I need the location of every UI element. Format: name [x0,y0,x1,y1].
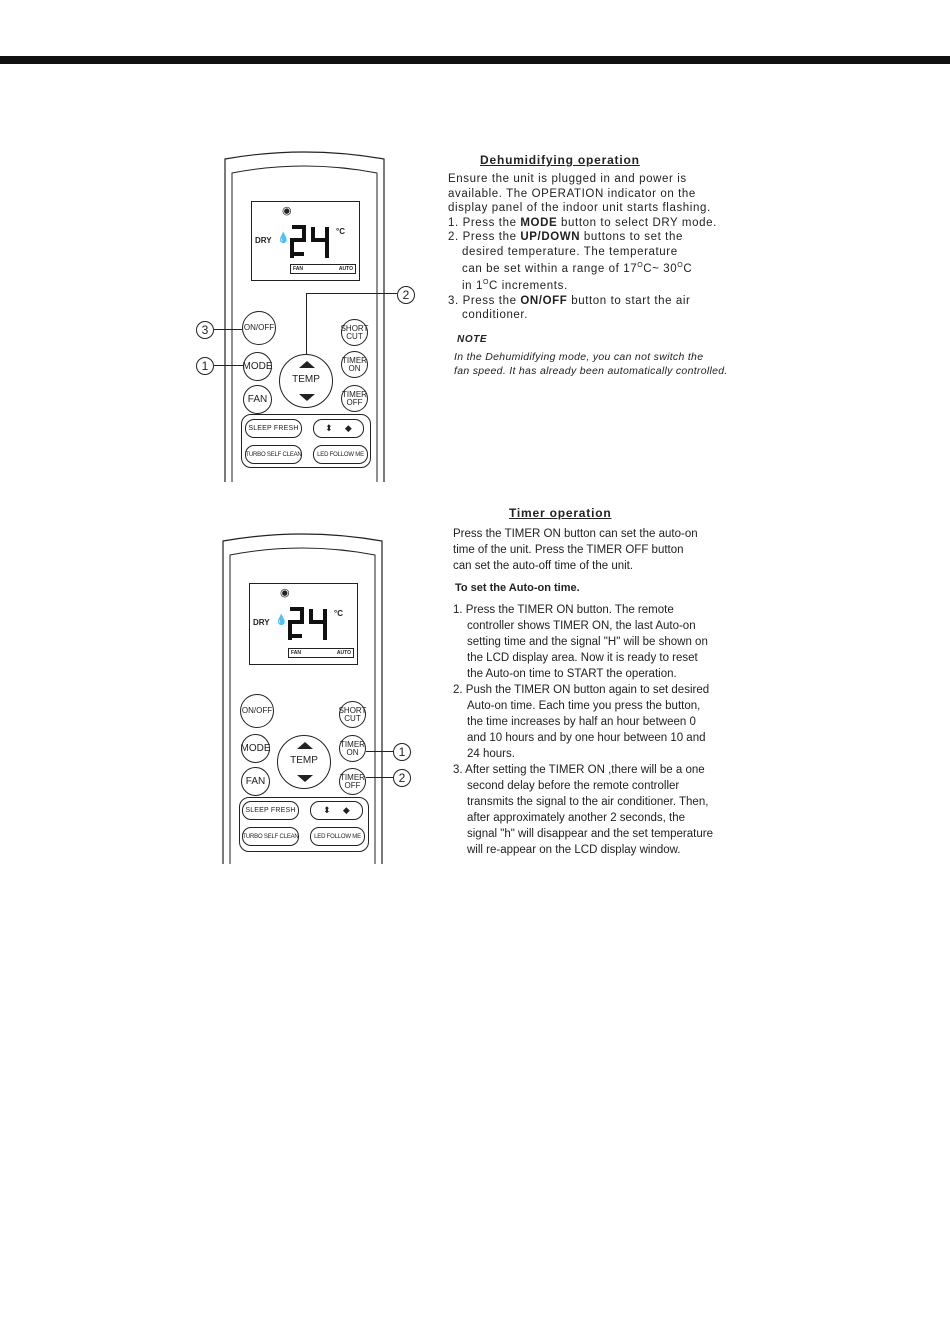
dehumidifying-text: Ensure the unit is plugged in and power … [448,172,778,323]
power-indicator-icon: ◉ [282,205,292,217]
dry-drop-icon: 💧 [277,233,290,244]
note-heading: NOTE [457,334,488,345]
callout-2: 2 [393,769,411,787]
dry-drop-icon: 💧 [275,615,288,626]
vertical-swing-icon: ⬍ [325,423,333,433]
turbo-self-clean-button[interactable]: TURBO SELF CLEAN [245,445,302,464]
remote-control-2: ◉ DRY 💧 °C FAN AUTO ON/OFF MODE FAN TEMP… [222,533,383,864]
turbo-self-clean-button[interactable]: TURBO SELF CLEAN [242,827,299,846]
fan-button[interactable]: FAN [241,767,270,796]
temp-down-arrow-icon[interactable] [297,775,313,782]
sleep-fresh-button[interactable]: SLEEP FRESH [245,419,302,438]
callout-1-line [366,751,393,752]
mode-button[interactable]: MODE [241,734,271,763]
horizontal-swing-icon: ◆ [342,805,350,815]
led-follow-me-button[interactable]: LED FOLLOW ME [310,827,365,846]
temp-button[interactable]: TEMP [279,354,333,408]
lcd-unit: °C [336,227,345,236]
vertical-swing-icon: ⬍ [323,805,331,815]
timer-intro: Press the TIMER ON button can set the au… [453,528,698,572]
timer-steps: 1. Press the TIMER ON button. The remote… [453,604,713,856]
callout-2: 2 [397,286,415,304]
temp-down-arrow-icon[interactable] [299,394,315,401]
lcd-unit: °C [334,609,343,618]
lower-button-panel [241,414,371,468]
callout-3: 3 [196,321,214,339]
lcd-mode: DRY [253,618,270,627]
on-off-button[interactable]: ON/OFF [240,694,274,728]
swing-button[interactable]: ⬍◆ [310,801,363,820]
sleep-fresh-button[interactable]: SLEEP FRESH [242,801,299,820]
power-indicator-icon: ◉ [280,587,290,599]
lcd-display: ◉ DRY 💧 °C FAN AUTO [251,201,360,281]
callout-1-line [214,365,243,366]
lcd-temperature [290,225,329,258]
note-text: In the Dehumidifying mode, you can not s… [454,351,728,377]
led-follow-me-button[interactable]: LED FOLLOW ME [313,445,368,464]
lcd-display: ◉ DRY 💧 °C FAN AUTO [249,583,358,665]
fan-speed-bar: FAN AUTO [288,648,354,658]
fan-button[interactable]: FAN [243,385,272,414]
callout-1: 1 [393,743,411,761]
remote-outline [222,533,383,864]
on-off-button[interactable]: ON/OFF [242,311,276,345]
step-2: 2. Press the UP/DOWN buttons to set the [448,231,683,243]
temp-button[interactable]: TEMP [277,735,331,789]
swing-button[interactable]: ⬍◆ [313,419,364,438]
temp-up-arrow-icon[interactable] [297,742,313,749]
lcd-mode: DRY [255,236,272,245]
header-rule [0,56,950,64]
dehumidifying-heading: Dehumidifying operation [480,153,640,167]
remote-control-1: ◉ DRY 💧 °C FAN AUTO ON/OFF MODE FAN TEMP… [224,151,385,482]
lower-button-panel [239,797,369,852]
callout-2-line [306,293,397,294]
callout-3-line [214,329,242,330]
callout-2-line [366,777,393,778]
callout-1: 1 [196,357,214,375]
step-1: 1. Press the MODE button to select DRY m… [448,216,717,229]
lcd-temperature [288,607,327,640]
remote-outline [224,151,385,482]
temp-up-arrow-icon[interactable] [299,361,315,368]
timer-heading: Timer operation [509,506,612,520]
horizontal-swing-icon: ◆ [344,423,352,433]
callout-2-drop [306,293,307,355]
fan-speed-bar: FAN AUTO [290,264,356,274]
mode-button[interactable]: MODE [243,352,273,381]
step-3: 3. Press the ON/OFF button to start the … [448,294,691,307]
auto-on-subheading: To set the Auto-on time. [455,582,580,594]
